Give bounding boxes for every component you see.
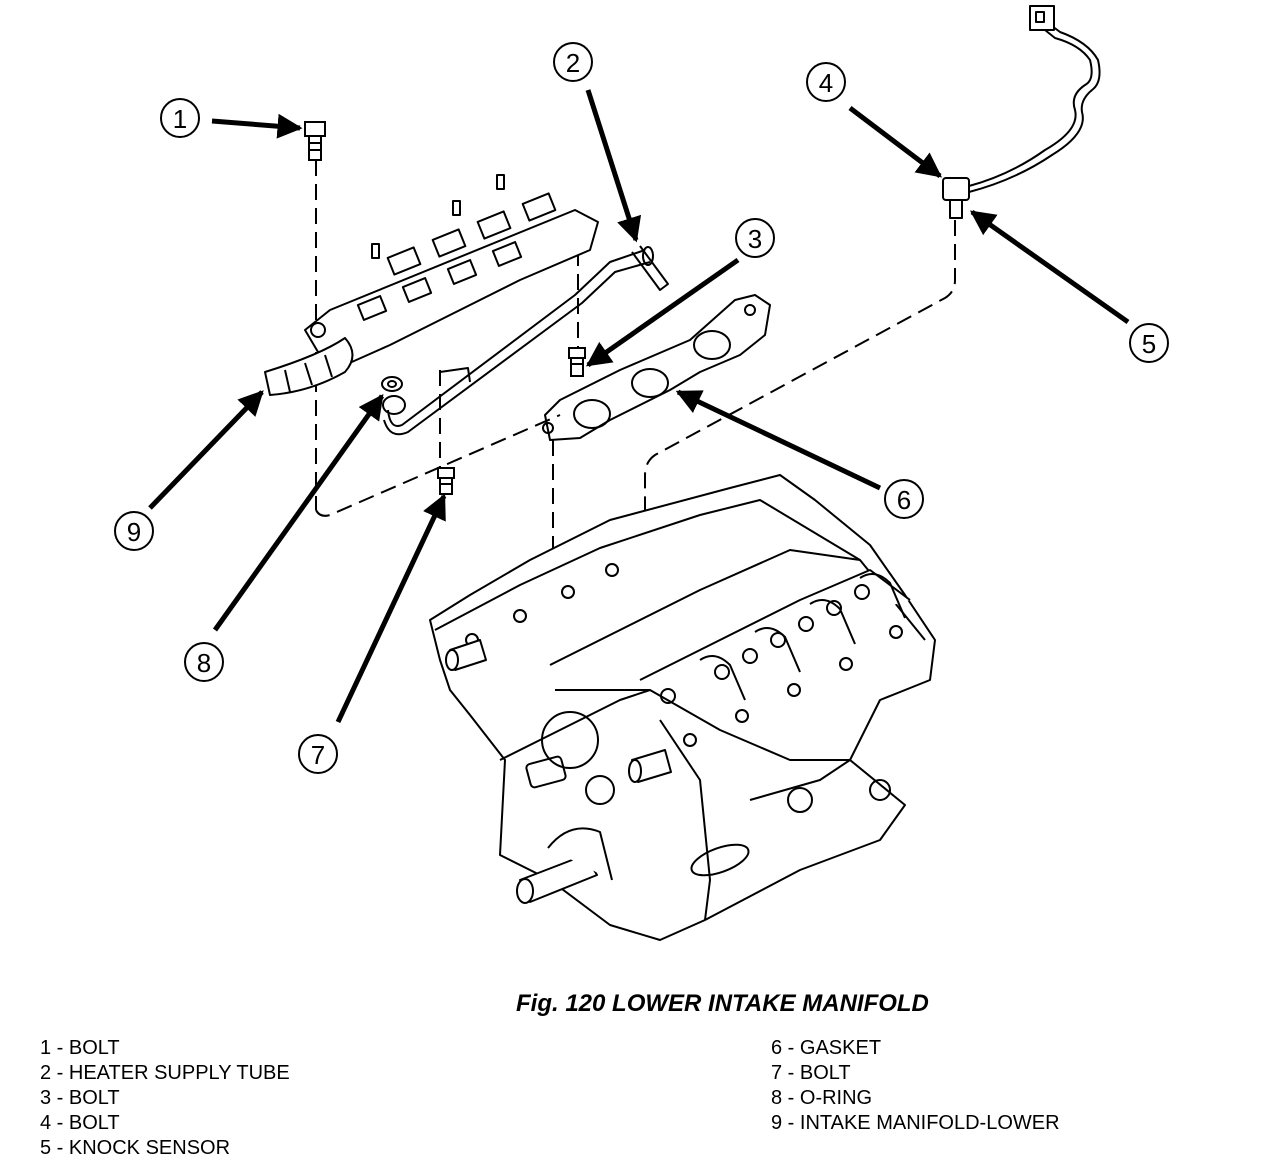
- callout-num-9: 9: [127, 517, 141, 547]
- knock-sensor: [942, 5, 1101, 219]
- intake-manifold-lower: [264, 174, 599, 396]
- callout-num-2: 2: [566, 48, 580, 78]
- callout-5: [1129, 323, 1169, 363]
- legend-item: 5 - KNOCK SENSOR: [40, 1137, 231, 1159]
- legend-item: 8 - O-RING: [771, 1087, 873, 1109]
- callout-2: [553, 42, 593, 82]
- exploded-view-diagram: 1 2 3 4 5 6 7 8 9: [114, 5, 1169, 941]
- o-ring: [381, 376, 406, 415]
- callout-num-7: 7: [311, 740, 325, 770]
- figure-caption: Fig. 120 LOWER INTAKE MANIFOLD: [516, 990, 929, 1017]
- bolt-3: [568, 347, 586, 377]
- callout-num-8: 8: [197, 648, 211, 678]
- legend-item: 2 - HEATER SUPPLY TUBE: [40, 1062, 290, 1084]
- callout-7: [298, 734, 338, 774]
- bolts: [304, 121, 586, 495]
- bolt-7: [437, 467, 455, 495]
- legend-item: 1 - BOLT: [40, 1037, 120, 1059]
- callout-9: [114, 511, 154, 551]
- callout-1: [160, 98, 200, 138]
- callout-num-5: 5: [1142, 329, 1156, 359]
- legend-item: 3 - BOLT: [40, 1087, 120, 1109]
- callout-circles: [114, 42, 1169, 774]
- bolt-1: [304, 121, 326, 161]
- callout-4: [806, 62, 846, 102]
- callout-8: [184, 642, 224, 682]
- legend-item: 7 - BOLT: [771, 1062, 851, 1084]
- callout-num-6: 6: [897, 485, 911, 515]
- callout-6: [884, 479, 924, 519]
- legend-item: 4 - BOLT: [40, 1112, 120, 1134]
- callout-3: [735, 218, 775, 258]
- engine-block: [429, 474, 936, 941]
- callout-num-3: 3: [748, 224, 762, 254]
- heater-supply-tube: [383, 245, 669, 436]
- legend-right-column: 6 - GASKET 7 - BOLT 8 - O-RING 9 - INTAK…: [771, 1036, 1060, 1136]
- callout-num-4: 4: [819, 68, 833, 98]
- intake-gasket: [542, 294, 771, 441]
- legend-item: 9 - INTAKE MANIFOLD-LOWER: [771, 1112, 1060, 1134]
- callout-numbers: 1 2 3 4 5 6 7 8 9: [127, 48, 1156, 770]
- callout-num-1: 1: [173, 104, 187, 134]
- legend-item: 6 - GASKET: [771, 1037, 882, 1059]
- leader-arrows: [148, 89, 1130, 724]
- legend-left-column: 1 - BOLT 2 - HEATER SUPPLY TUBE 3 - BOLT…: [40, 1036, 290, 1161]
